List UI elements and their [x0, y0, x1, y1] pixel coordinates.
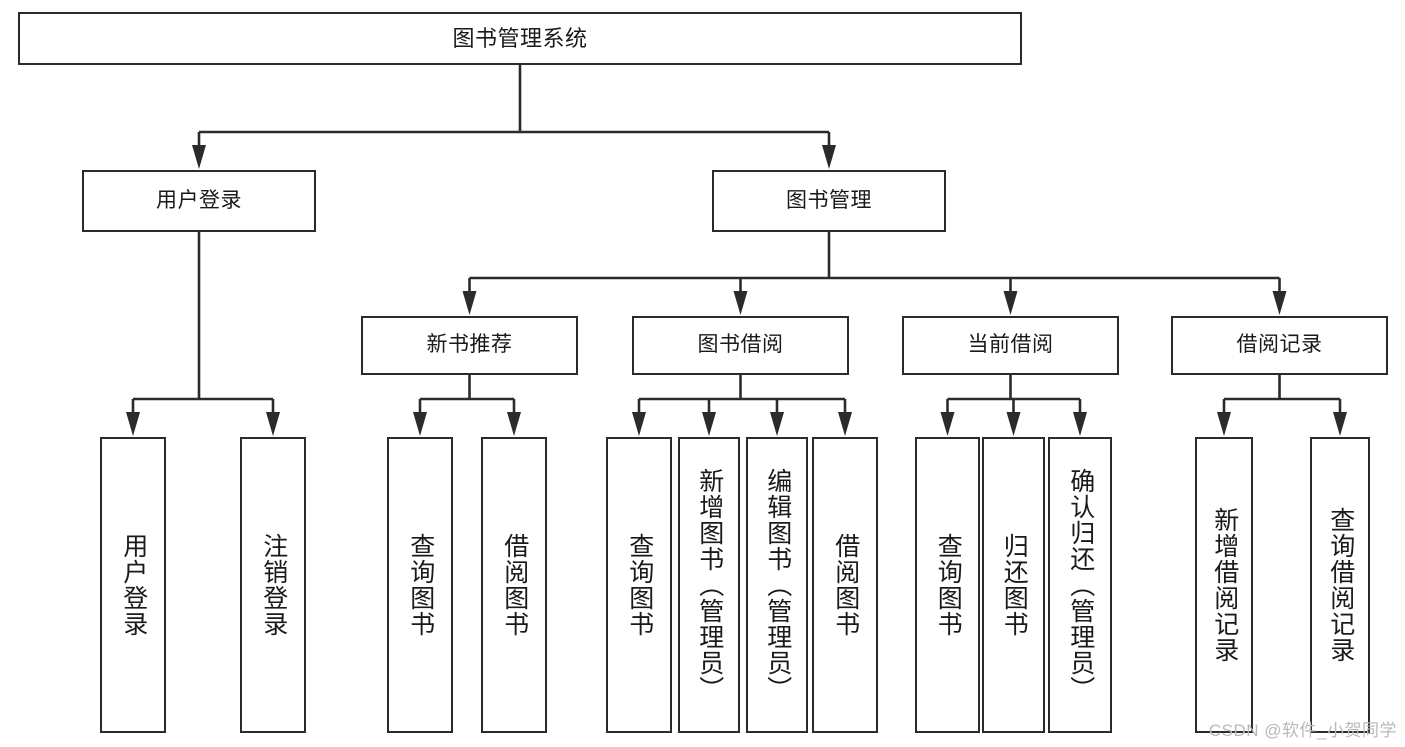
- node-leaf-borrow-book-1[interactable]: 借阅图书: [481, 437, 547, 733]
- node-label-leaf-return-book: 归还图书: [1000, 533, 1029, 637]
- edge-group-borrow-record: [1217, 375, 1347, 436]
- edge-arrowhead: [822, 145, 836, 169]
- node-leaf-query-record[interactable]: 查询借阅记录: [1310, 437, 1370, 733]
- node-label-leaf-user-logout: 注销登录: [259, 533, 288, 637]
- node-new-book-rec[interactable]: 新书推荐: [361, 316, 578, 375]
- node-label-new-book-rec: 新书推荐: [426, 333, 513, 357]
- edge-arrowhead: [1217, 412, 1231, 436]
- edge-group-current-borrow: [940, 375, 1087, 436]
- edge-arrowhead: [632, 412, 646, 436]
- node-leaf-query-book-2[interactable]: 查询图书: [606, 437, 672, 733]
- node-leaf-add-book[interactable]: 新增图书（管理员）: [678, 437, 740, 733]
- edge-arrowhead: [838, 412, 852, 436]
- edge-group-new-book-rec: [413, 375, 521, 436]
- node-leaf-edit-book[interactable]: 编辑图书（管理员）: [746, 437, 808, 733]
- edge-arrowhead: [192, 145, 206, 169]
- node-leaf-return-book[interactable]: 归还图书: [982, 437, 1045, 733]
- node-label-book-manage: 图书管理: [786, 188, 872, 212]
- node-label-leaf-query-record: 查询借阅记录: [1326, 507, 1355, 663]
- edge-group-book-manage: [462, 232, 1287, 315]
- node-leaf-user-logout[interactable]: 注销登录: [240, 437, 306, 733]
- edge-group-root: [192, 65, 836, 169]
- edge-group-book-borrow: [632, 375, 852, 436]
- node-label-leaf-borrow-book-1: 借阅图书: [500, 533, 529, 637]
- node-label-user-login: 用户登录: [156, 188, 242, 212]
- node-leaf-user-login[interactable]: 用户登录: [100, 437, 166, 733]
- edge-arrowhead: [733, 291, 748, 315]
- edge-arrowhead: [507, 412, 521, 436]
- node-leaf-query-book-1[interactable]: 查询图书: [387, 437, 453, 733]
- node-label-borrow-record: 借阅记录: [1236, 333, 1323, 357]
- edge-arrowhead: [462, 291, 477, 315]
- node-label-book-borrow: 图书借阅: [697, 333, 784, 357]
- node-leaf-query-book-3[interactable]: 查询图书: [915, 437, 980, 733]
- node-leaf-borrow-book-2[interactable]: 借阅图书: [812, 437, 878, 733]
- edge-arrowhead: [1333, 412, 1347, 436]
- node-label-leaf-user-login: 用户登录: [119, 533, 148, 637]
- node-label-root: 图书管理系统: [452, 25, 588, 51]
- node-label-leaf-edit-book: 编辑图书（管理员）: [763, 468, 792, 702]
- edge-arrowhead: [702, 412, 716, 436]
- edge-arrowhead: [126, 412, 140, 436]
- node-label-leaf-confirm-return: 确认归还（管理员）: [1066, 468, 1095, 702]
- node-borrow-record[interactable]: 借阅记录: [1171, 316, 1388, 375]
- edge-arrowhead: [1073, 412, 1087, 436]
- node-current-borrow[interactable]: 当前借阅: [902, 316, 1119, 375]
- node-root[interactable]: 图书管理系统: [18, 12, 1022, 65]
- edge-arrowhead: [1003, 291, 1018, 315]
- node-label-current-borrow: 当前借阅: [967, 333, 1054, 357]
- edge-arrowhead: [266, 412, 280, 436]
- edge-group-user-login: [126, 232, 280, 436]
- node-label-leaf-borrow-book-2: 借阅图书: [831, 533, 860, 637]
- node-leaf-confirm-return[interactable]: 确认归还（管理员）: [1048, 437, 1112, 733]
- node-leaf-add-record[interactable]: 新增借阅记录: [1195, 437, 1253, 733]
- node-book-borrow[interactable]: 图书借阅: [632, 316, 849, 375]
- watermark-text: CSDN @软件_小贺同学: [1208, 721, 1397, 740]
- node-label-leaf-add-record: 新增借阅记录: [1210, 507, 1239, 663]
- edge-arrowhead: [1006, 412, 1021, 436]
- node-label-leaf-add-book: 新增图书（管理员）: [695, 468, 724, 702]
- node-label-leaf-query-book-1: 查询图书: [406, 533, 435, 637]
- edge-arrowhead: [770, 412, 784, 436]
- edge-arrowhead: [413, 412, 427, 436]
- node-book-manage[interactable]: 图书管理: [712, 170, 946, 232]
- edge-arrowhead: [940, 412, 955, 436]
- node-user-login[interactable]: 用户登录: [82, 170, 316, 232]
- edge-arrowhead: [1272, 291, 1287, 315]
- node-label-leaf-query-book-3: 查询图书: [934, 533, 963, 637]
- node-label-leaf-query-book-2: 查询图书: [625, 533, 654, 637]
